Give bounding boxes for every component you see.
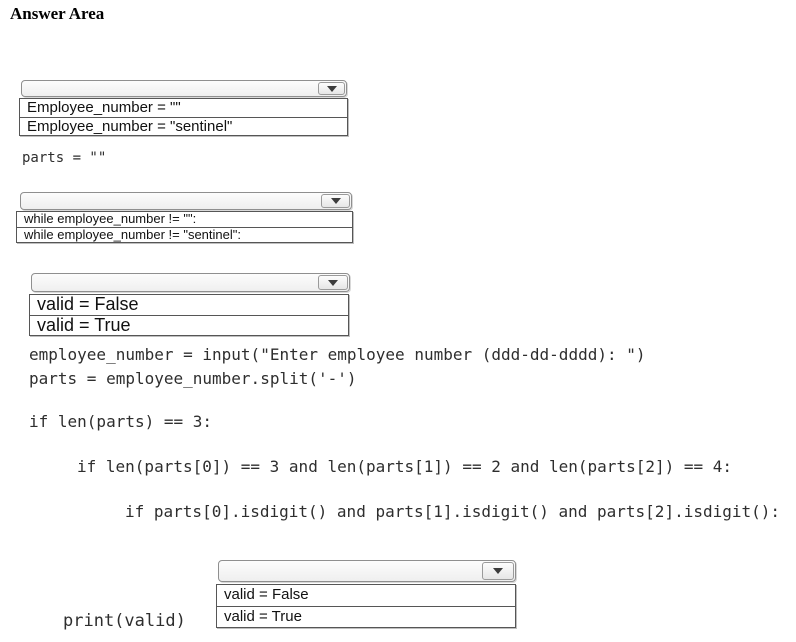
dropdown-while-condition-arrow-button[interactable] <box>321 194 350 208</box>
dropdown-option-valid-true[interactable]: valid = True <box>217 606 515 627</box>
code-line-parts-init: parts = "" <box>22 150 107 166</box>
chevron-down-icon <box>493 568 503 574</box>
dropdown-option-valid-false[interactable]: valid = False <box>37 295 139 314</box>
dropdown-valid-init-options: valid = False valid = True <box>29 294 349 336</box>
dropdown-while-condition[interactable] <box>20 192 352 210</box>
dropdown-option-employee-number-sentinel[interactable]: Employee_number = "sentinel" <box>20 117 347 135</box>
dropdown-valid-assignment-options: valid = False valid = True <box>216 584 516 628</box>
code-line-if-len: if len(parts) == 3: <box>29 412 213 431</box>
dropdown-option-employee-number-empty[interactable]: Employee_number = "" <box>27 99 181 116</box>
dropdown-employee-number-init[interactable] <box>21 80 347 97</box>
dropdown-option-while-sentinel[interactable]: while employee_number != "sentinel": <box>17 227 352 242</box>
dropdown-option-valid-false[interactable]: valid = False <box>224 586 309 603</box>
dropdown-valid-assignment-arrow-button[interactable] <box>482 562 514 580</box>
code-line-if-len-parts: if len(parts[0]) == 3 and len(parts[1]) … <box>77 457 733 476</box>
dropdown-option-while-empty[interactable]: while employee_number != "": <box>24 212 197 226</box>
dropdown-valid-init-arrow-button[interactable] <box>318 275 348 290</box>
code-line-split: parts = employee_number.split('-') <box>29 369 357 388</box>
dropdown-valid-init[interactable] <box>31 273 350 292</box>
code-line-print: print(valid) <box>63 611 186 631</box>
dropdown-option-valid-true[interactable]: valid = True <box>30 315 348 335</box>
chevron-down-icon <box>326 85 337 92</box>
dropdown-employee-number-init-arrow-button[interactable] <box>318 82 345 95</box>
chevron-down-icon <box>330 198 341 204</box>
dropdown-while-condition-options: while employee_number != "": while emplo… <box>16 211 353 243</box>
dropdown-valid-assignment[interactable] <box>218 560 516 582</box>
code-line-input: employee_number = input("Enter employee … <box>29 345 646 364</box>
page-title: Answer Area <box>10 4 105 23</box>
chevron-down-icon <box>328 279 338 286</box>
dropdown-employee-number-init-options: Employee_number = "" Employee_number = "… <box>19 98 348 136</box>
code-line-if-isdigit: if parts[0].isdigit() and parts[1].isdig… <box>125 502 781 521</box>
